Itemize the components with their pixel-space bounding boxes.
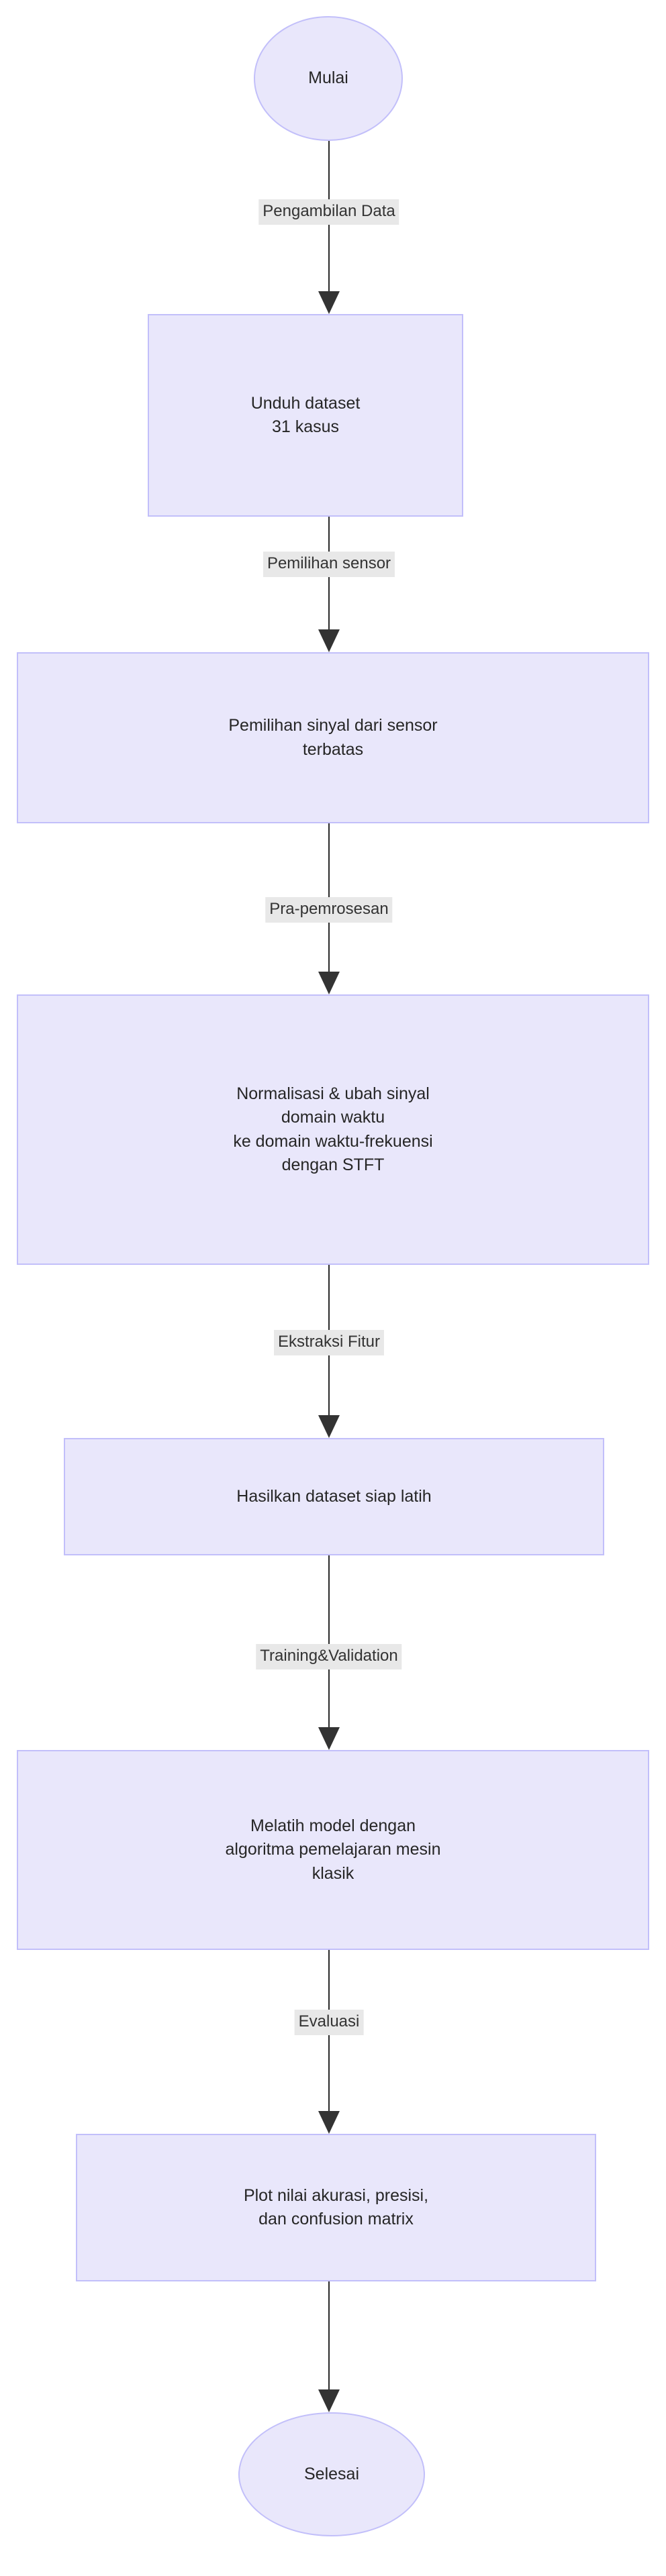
node-melatih-model-label: Melatih model dengan algoritma pemelajar… bbox=[225, 1816, 441, 1883]
node-plot-evaluasi-label: Plot nilai akurasi, presisi, dan confusi… bbox=[243, 2185, 429, 2229]
node-unduh-dataset[interactable]: Unduh dataset 31 kasus bbox=[148, 314, 463, 517]
node-mulai-label: Mulai bbox=[308, 68, 348, 88]
node-normalisasi-stft[interactable]: Normalisasi & ubah sinyal domain waktu k… bbox=[17, 994, 649, 1265]
node-normalisasi-stft-label: Normalisasi & ubah sinyal domain waktu k… bbox=[233, 1084, 433, 1175]
edge-label-training-validation: Training&Validation bbox=[256, 1644, 402, 1670]
node-unduh-dataset-label: Unduh dataset 31 kasus bbox=[250, 393, 361, 437]
edge-label-pengambilan-data: Pengambilan Data bbox=[258, 199, 399, 225]
node-plot-evaluasi[interactable]: Plot nilai akurasi, presisi, dan confusi… bbox=[76, 2134, 596, 2281]
node-mulai[interactable]: Mulai bbox=[254, 16, 403, 141]
edge-plot-to-selesai bbox=[318, 2281, 340, 2412]
node-selesai-label: Selesai bbox=[304, 2464, 359, 2483]
edge-unduh-to-pemilihan-sinyal bbox=[318, 517, 340, 652]
node-hasilkan-dataset[interactable]: Hasilkan dataset siap latih bbox=[64, 1438, 604, 1555]
node-melatih-model[interactable]: Melatih model dengan algoritma pemelajar… bbox=[17, 1750, 649, 1950]
node-selesai[interactable]: Selesai bbox=[238, 2412, 425, 2536]
edge-label-ekstraksi-fitur: Ekstraksi Fitur bbox=[273, 1330, 385, 1356]
node-pemilihan-sinyal-label: Pemilihan sinyal dari sensor terbatas bbox=[228, 716, 438, 759]
edge-mulai-to-unduh bbox=[318, 141, 340, 314]
edge-label-pra-pemrosesan: Pra-pemrosesan bbox=[265, 897, 393, 923]
node-pemilihan-sinyal[interactable]: Pemilihan sinyal dari sensor terbatas bbox=[17, 652, 649, 823]
node-hasilkan-dataset-label: Hasilkan dataset siap latih bbox=[236, 1486, 432, 1506]
edge-label-pemilihan-sensor: Pemilihan sensor bbox=[263, 552, 395, 578]
edge-label-evaluasi: Evaluasi bbox=[294, 2010, 364, 2036]
edge-melatih-to-plot bbox=[318, 1950, 340, 2134]
